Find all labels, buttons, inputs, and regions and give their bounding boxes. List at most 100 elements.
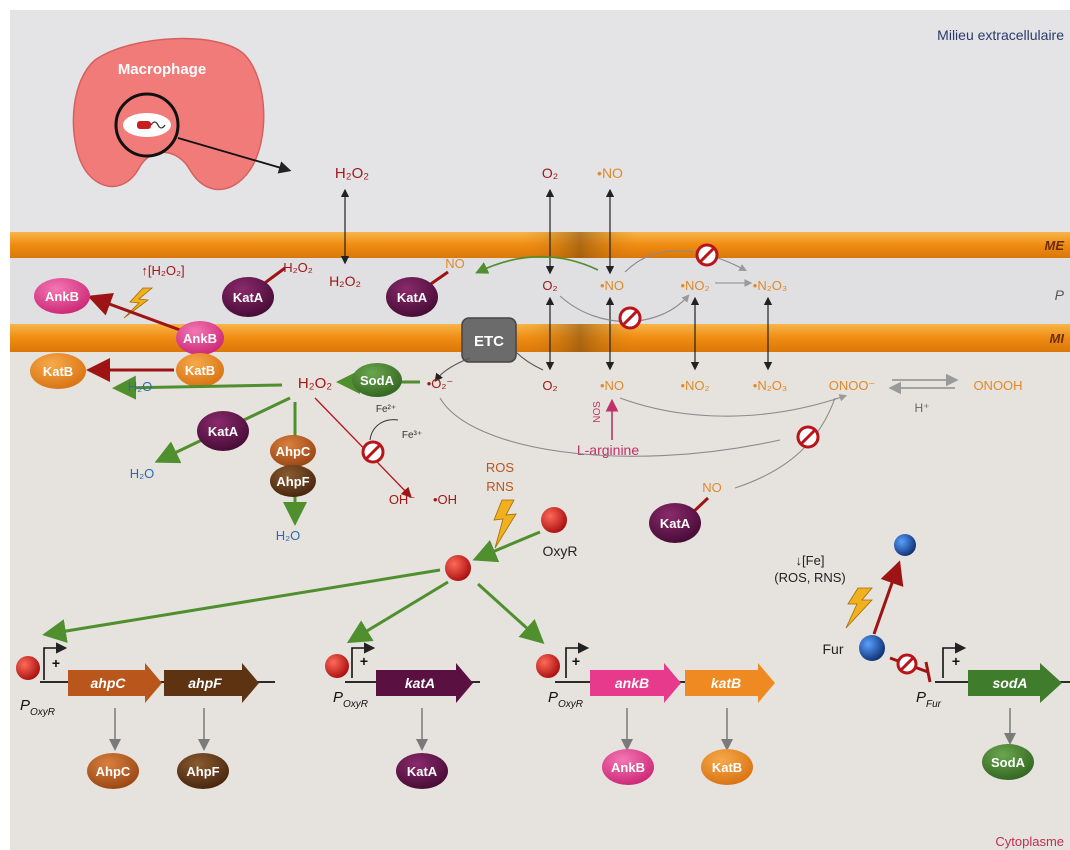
promoter-label-soda: PFur	[916, 689, 942, 710]
svg-text:SodA: SodA	[991, 755, 1026, 770]
gene-arrow-soda	[968, 663, 1062, 703]
stress-ros-rns-paren: (ROS, RNS)	[774, 570, 846, 585]
species-fe2: Fe²⁺	[376, 404, 396, 415]
inhibit-icon-periplasm-top	[695, 243, 719, 267]
gene-label-ankb: ankB	[615, 675, 649, 691]
fur-repression-bar	[924, 661, 932, 683]
svg-text:KatA: KatA	[407, 764, 438, 779]
gene-arrow-kata	[376, 663, 473, 703]
species-no-cytoplasm: •NO	[600, 378, 624, 393]
tss-arrow-soda	[942, 642, 967, 678]
gene-arrow-ahpc	[68, 663, 162, 703]
gene-label-kata: katA	[405, 675, 435, 691]
kata-protein-product: KatA	[396, 753, 448, 789]
proton-label: H⁺	[915, 401, 930, 415]
species-o2-cytoplasm: O₂	[542, 378, 557, 393]
svg-text:KatA: KatA	[397, 290, 428, 305]
promoter-label-ankb: POxyR	[548, 689, 583, 710]
oxyr-to-kata-arrow	[346, 580, 449, 644]
oxyr-activation-arrow	[472, 530, 541, 563]
gene-arrow-ankb	[590, 663, 681, 703]
species-n2o3-periplasm: •N₂O₃	[753, 278, 787, 293]
periplasm-region	[10, 258, 1070, 324]
cytoplasm-region	[10, 352, 1070, 850]
macrophage-cell	[72, 37, 265, 191]
species-no-extracellular: •NO	[597, 165, 623, 181]
species-onooh: ONOOH	[973, 378, 1022, 393]
ahpf-enzyme-cytoplasm: AhpF	[270, 465, 316, 497]
label-cytoplasm: Cytoplasme	[995, 834, 1064, 849]
no-to-kata-arrow	[475, 255, 599, 274]
macrophage-to-h2o2-arrow	[177, 137, 292, 174]
lightning-icon-h2o2	[123, 287, 154, 319]
species-fe3: Fe³⁺	[402, 430, 422, 441]
oxyr-to-ankb-arrow	[476, 582, 545, 645]
svg-text:AnkB: AnkB	[45, 289, 79, 304]
katb-enzyme-membrane: KatB	[176, 353, 224, 387]
gene-label-soda: sodA	[993, 675, 1028, 691]
kata-enzyme-periplasm-2: KatA	[386, 277, 438, 317]
inhibit-icon-periplasm-bottom	[618, 306, 642, 330]
label-periplasm: P	[1055, 287, 1065, 303]
soda-enzyme-cytoplasm: SodA	[352, 363, 402, 397]
fur-bound	[859, 635, 885, 661]
species-h2o2-periplasm: H₂O₂	[329, 273, 361, 289]
onoo-to-kata-curve	[734, 397, 836, 489]
water-kata: H₂O	[130, 466, 155, 481]
plus-kata: +	[360, 653, 368, 669]
fenton-arrow	[314, 397, 412, 498]
ahpf-protein-product: AhpF	[177, 753, 229, 789]
etc-complex: ETC	[461, 317, 517, 363]
label-inner-membrane: MI	[1050, 331, 1065, 346]
fur-release-arrow	[872, 560, 904, 635]
label-outer-membrane: ME	[1045, 238, 1065, 253]
lightning-icon-oxyr	[493, 499, 517, 549]
oxyr-bound-ankb	[536, 654, 560, 678]
svg-text:AhpC: AhpC	[276, 444, 311, 459]
species-no2-cytoplasm: •NO₂	[680, 378, 709, 393]
species-no2-periplasm: •NO₂	[680, 278, 709, 293]
svg-text:KatA: KatA	[233, 290, 264, 305]
species-o2-extracellular: O₂	[542, 165, 558, 181]
inhibit-icon-fur	[896, 653, 918, 675]
species-superoxide: •O₂⁻	[427, 376, 454, 391]
species-peroxynitrite: ONOO⁻	[829, 378, 876, 393]
oxyr-reduced	[541, 507, 567, 533]
label-extracellular: Milieu extracellulaire	[937, 27, 1064, 43]
species-hydroxide: OH⁻	[389, 492, 415, 507]
svg-text:KatB: KatB	[712, 760, 742, 775]
tss-arrow-ankb	[565, 642, 590, 678]
macrophage-label: Macrophage	[118, 61, 206, 78]
svg-text:KatB: KatB	[185, 363, 215, 378]
plus-ankb: +	[572, 653, 580, 669]
fe-curve	[369, 419, 399, 441]
kata-enzyme-cytoplasm-2: KatA	[649, 503, 701, 543]
lightning-icon-fur	[845, 587, 873, 629]
gene-arrow-ahpf	[164, 663, 259, 703]
fur-label: Fur	[823, 641, 844, 657]
svg-text:AnkB: AnkB	[611, 760, 645, 775]
kata-enzyme-periplasm-1: KatA	[222, 277, 274, 317]
svg-text:AhpC: AhpC	[96, 764, 131, 779]
superoxide-to-onoo-curve	[439, 397, 781, 457]
species-o2-periplasm: O₂	[542, 278, 557, 293]
outer-membrane-channel	[520, 232, 640, 258]
species-h2o2-extracellular: H₂O₂	[335, 165, 369, 182]
oxyr-bound-kata	[325, 654, 349, 678]
species-hydroxyl-radical: •OH	[433, 492, 457, 507]
tss-arrow-ahp	[43, 642, 68, 680]
katb-protein-product: KatB	[701, 749, 753, 785]
stress-fe-down: ↓[Fe]	[796, 553, 825, 568]
svg-text:ETC: ETC	[474, 333, 504, 350]
ahpc-enzyme-cytoplasm: AhpC	[270, 435, 316, 467]
inner-membrane-channel	[520, 324, 640, 352]
gene-label-ahpc: ahpC	[91, 675, 127, 691]
kata-enzyme-cytoplasm-1: KatA	[197, 411, 249, 451]
svg-text:SodA: SodA	[360, 373, 395, 388]
gene-arrow-katb	[685, 663, 775, 703]
h2o2-to-water-katb-arrow	[112, 375, 283, 400]
inhibit-icon-peroxynitrite	[796, 425, 820, 449]
ankb-enzyme-periplasm: AnkB	[34, 278, 90, 314]
